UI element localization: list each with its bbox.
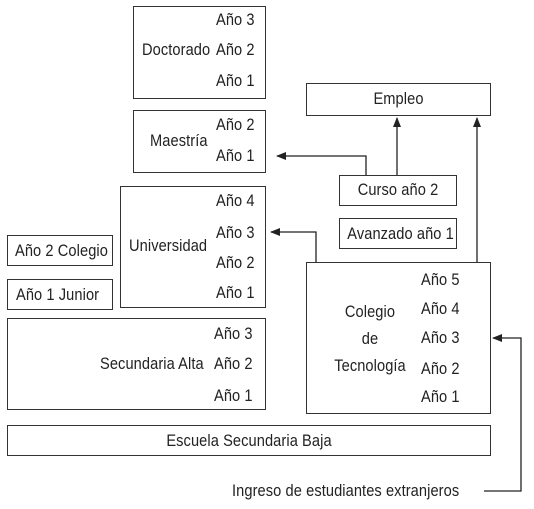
tecnologia-year-2: Año 2 — [421, 359, 460, 378]
tecnologia-year-1: Año 1 — [421, 387, 460, 406]
tecnologia-year-4: Año 4 — [421, 299, 460, 318]
doctorado-box — [133, 6, 266, 99]
colegio-junior-year-1-box — [7, 279, 113, 310]
avanzado-label: Avanzado año 1 — [347, 224, 454, 243]
tecnologia-label-line-2: de — [361, 329, 379, 348]
secundaria-alta-box — [7, 318, 266, 410]
arrow-tecnologia-to-universidad — [270, 228, 317, 262]
maestria-box — [133, 110, 266, 173]
tecnologia-year-5: Año 5 — [421, 270, 460, 289]
empleo-label: Empleo — [373, 89, 424, 108]
curso-label: Curso año 2 — [357, 180, 439, 199]
secundaria-alta-year-2: Año 2 — [214, 354, 253, 373]
colegio-junior-year-1: Año 1 Junior — [16, 285, 100, 304]
doctorado-year-1: Año 1 — [216, 71, 255, 90]
curso-box — [339, 175, 457, 206]
escuela-baja-label: Escuela Secundaria Baja — [166, 431, 332, 450]
doctorado-year-3: Año 3 — [216, 10, 255, 29]
maestria-year-2: Año 2 — [216, 115, 255, 134]
escuela-baja-box — [7, 425, 491, 456]
tecnologia-box — [306, 262, 491, 414]
secundaria-alta-year-3: Año 3 — [214, 324, 253, 343]
universidad-label: Universidad — [129, 236, 208, 255]
universidad-year-2: Año 2 — [216, 253, 255, 272]
universidad-year-4: Año 4 — [216, 191, 255, 210]
tecnologia-label-line-1: Colegio — [344, 302, 396, 321]
arrow-curso-to-maestria — [276, 152, 367, 175]
universidad-year-3: Año 3 — [216, 223, 255, 242]
universidad-year-1: Año 1 — [216, 283, 255, 302]
doctorado-year-2: Año 2 — [216, 40, 255, 59]
colegio-junior-year-2: Año 2 Colegio — [15, 241, 108, 260]
arrow-ingreso-to-tecnologia — [484, 334, 522, 492]
empleo-box — [306, 83, 491, 116]
maestria-label: Maestría — [150, 131, 208, 150]
tecnologia-year-3: Año 3 — [421, 328, 460, 347]
maestria-year-1: Año 1 — [216, 146, 255, 165]
secundaria-alta-label: Secundaria Alta — [100, 354, 204, 373]
universidad-box — [120, 186, 266, 308]
ingreso-label: Ingreso de estudiantes extranjeros — [232, 481, 460, 500]
doctorado-label: Doctorado — [142, 40, 211, 59]
avanzado-box — [339, 218, 457, 249]
tecnologia-label-line-3: Tecnología — [334, 356, 406, 375]
colegio-junior-year-2-box — [7, 235, 113, 266]
secundaria-alta-year-1: Año 1 — [214, 386, 253, 405]
